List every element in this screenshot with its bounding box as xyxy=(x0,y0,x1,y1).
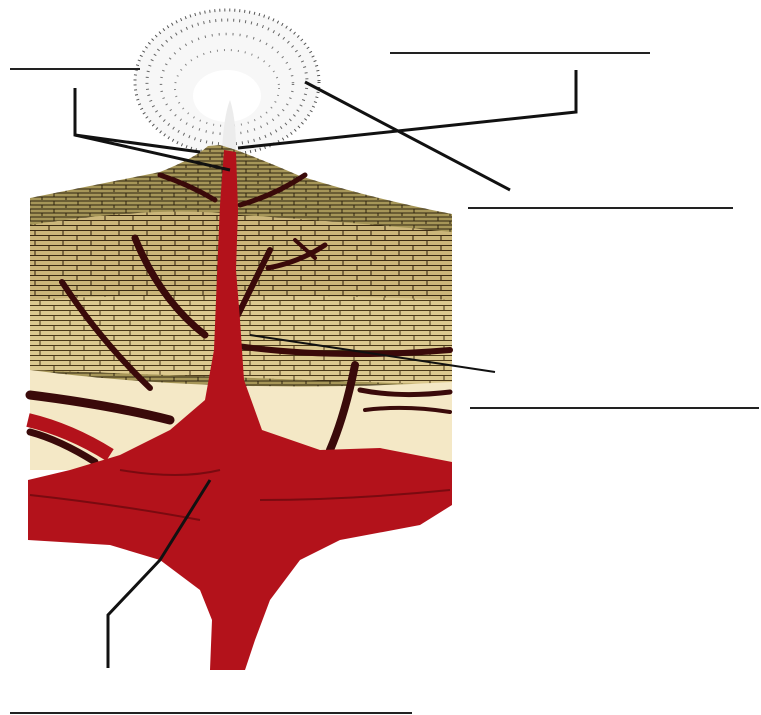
ash-plume xyxy=(135,10,319,154)
